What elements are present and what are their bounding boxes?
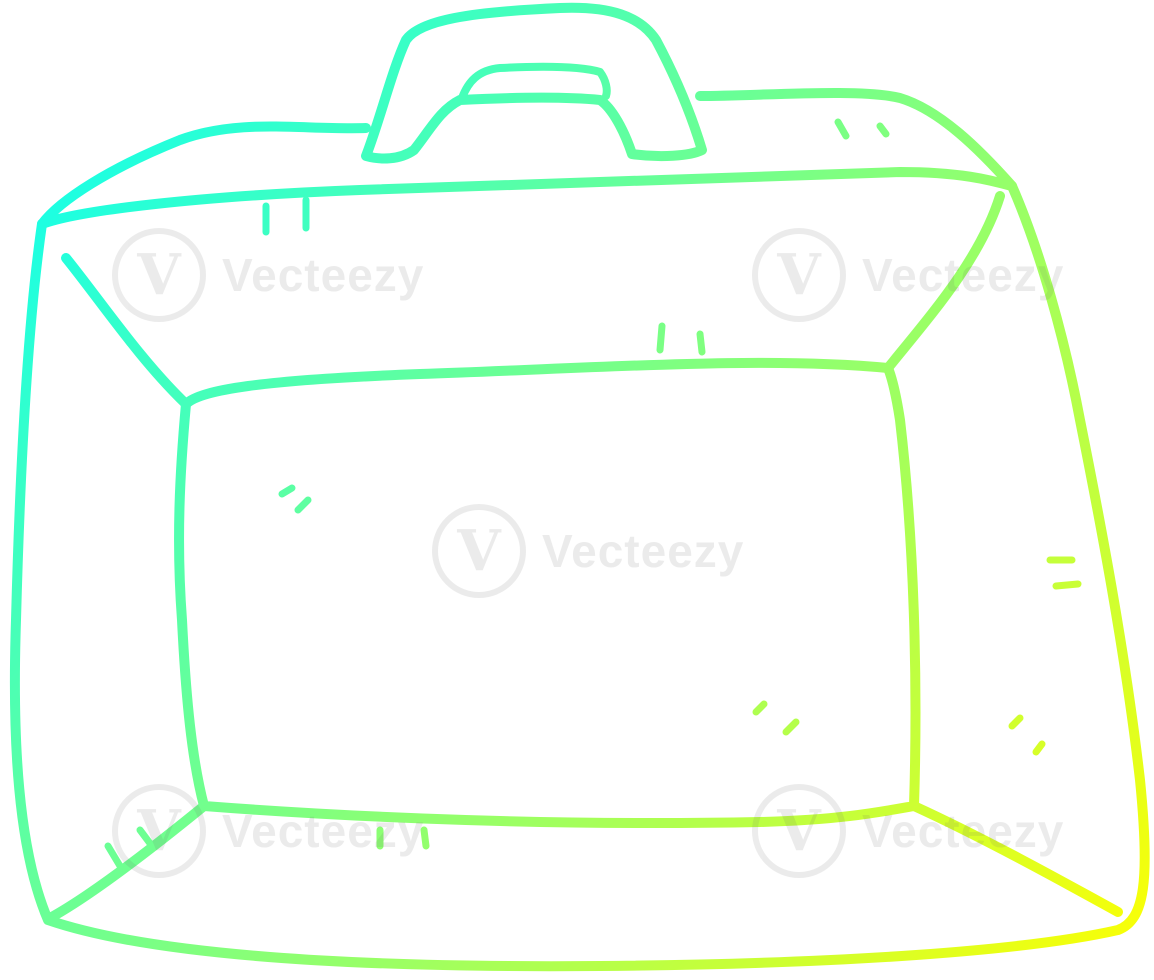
shine-marks (278, 484, 1046, 756)
briefcase-handle-inner (458, 62, 611, 102)
briefcase-flap (61, 191, 1005, 409)
briefcase-lid-edge (37, 167, 1017, 229)
briefcase-front-panel (174, 363, 921, 829)
stitch-marks (104, 118, 1082, 870)
briefcase-bottom-right-edge (909, 801, 1123, 917)
briefcase-bottom-left-edge (45, 801, 209, 923)
briefcase-outer-outline (9, 87, 1150, 972)
briefcase-handle-outer (361, 2, 707, 164)
